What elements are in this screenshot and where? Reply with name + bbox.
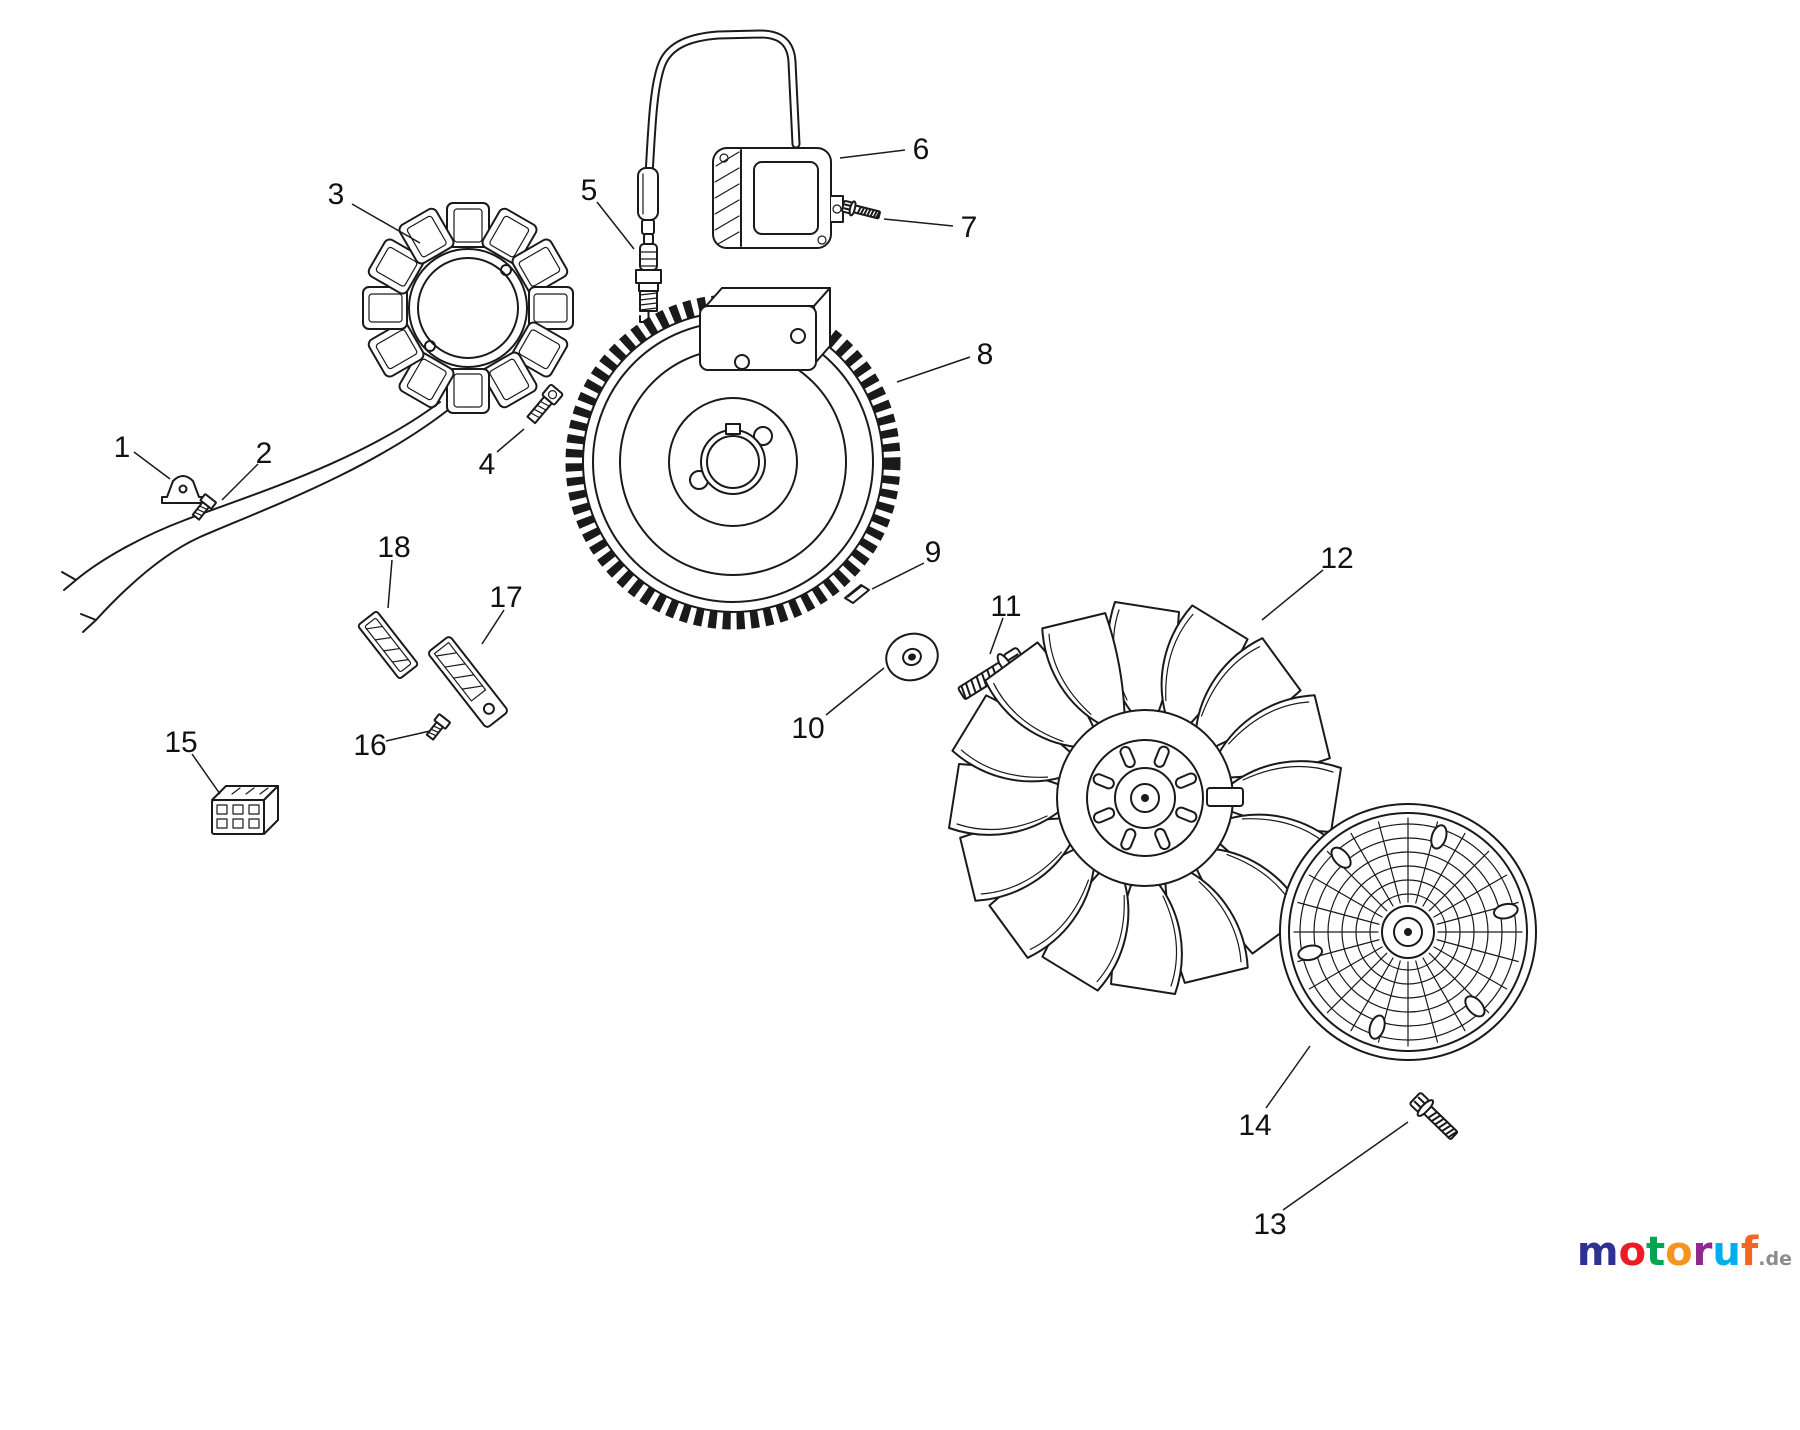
part-9-key (844, 584, 870, 604)
part-17-bracket (428, 636, 508, 728)
part-label-9: 9 (925, 536, 942, 569)
part-label-16: 16 (353, 729, 386, 762)
part-label-18: 18 (377, 531, 410, 564)
part-label-5: 5 (581, 174, 598, 207)
logo-letter: f (1740, 1229, 1759, 1275)
part-3-stator (362, 202, 574, 414)
part-label-8: 8 (977, 338, 994, 371)
motoruf-logo[interactable]: motoruf.de (1577, 1232, 1792, 1279)
part-label-14: 14 (1238, 1109, 1271, 1142)
logo-letter: m (1576, 1229, 1619, 1275)
part-16-screw (425, 713, 451, 741)
part-label-11: 11 (990, 590, 1021, 623)
part-8-flywheel (565, 287, 901, 630)
part-label-10: 10 (791, 712, 824, 745)
part-14-screen (1279, 803, 1537, 1061)
part-7-bolt (840, 198, 882, 223)
part-labels: 1 2 3 4 5 6 7 8 9 10 11 12 13 14 15 16 1… (114, 133, 1354, 1241)
part-12-cooling-fan (948, 601, 1342, 995)
part-1-clamp (161, 475, 205, 504)
flywheel-magnet-block (699, 287, 831, 371)
logo-letter: o (1665, 1229, 1693, 1275)
spark-plug-lead (637, 29, 801, 235)
logo-letter: t (1646, 1229, 1666, 1275)
logo-suffix: .de (1758, 1248, 1792, 1270)
part-label-1: 1 (114, 431, 131, 464)
part-label-2: 2 (256, 437, 273, 470)
screen-mesh (1293, 817, 1523, 1047)
part-5-spark-plug (635, 233, 662, 323)
part-label-3: 3 (328, 178, 345, 211)
leader-lines (133, 149, 1409, 1211)
part-15-connector (211, 785, 279, 835)
part-4-screw (526, 383, 564, 425)
part-label-7: 7 (961, 211, 978, 244)
part-18-plate (357, 611, 419, 679)
part-2-screw (191, 493, 217, 521)
part-label-6: 6 (913, 133, 930, 166)
part-label-13: 13 (1253, 1208, 1286, 1241)
part-label-4: 4 (479, 448, 496, 481)
logo-letter: o (1618, 1229, 1647, 1275)
logo-letter: r (1692, 1229, 1713, 1275)
logo-letter: u (1712, 1229, 1741, 1275)
part-13-bolt (1406, 1089, 1463, 1145)
part-label-12: 12 (1320, 542, 1353, 575)
part-10-washer (885, 632, 939, 682)
part-label-15: 15 (164, 726, 197, 759)
part-6-ignition-coil (712, 147, 844, 249)
part-label-17: 17 (489, 581, 522, 614)
